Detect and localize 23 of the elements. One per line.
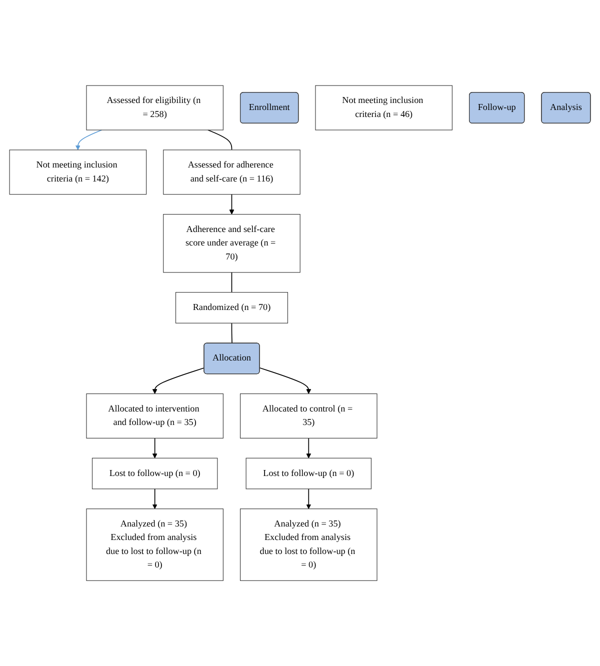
node-box: Randomized (n = 70) [175,292,288,324]
node-box: Analyzed (n = 35) Excluded from analysis due to lost to follow-up (n = 0) [86,508,224,581]
node-box: Not meeting inclusion criteria (n = 46) [315,85,452,130]
node-box: Allocated to intervention and follow-up (n = 35) [86,393,224,438]
node-box: Lost to follow-up (n = 0) [246,458,372,490]
arrow [75,129,102,150]
connector [231,272,232,293]
arrow [152,367,205,394]
node-box: Assessed for eligibility (n = 258) [86,85,224,130]
arrow [152,438,158,458]
connector [231,322,232,344]
arrow [229,194,234,214]
node-box: Adherence and self-care score under average (n = 70) [163,214,300,273]
arrow [306,438,312,458]
node-box: Analyzed (n = 35) Excluded from analysis due to lost to follow-up (n = 0) [240,508,378,581]
arrow [306,488,312,509]
arrow [259,367,312,394]
node-box: Allocated to control (n = 35) [240,393,378,438]
node-box: Lost to follow-up (n = 0) [92,458,218,490]
node-box: Assessed for adherence and self-care (n = 116) [163,150,300,195]
connector [207,129,232,150]
arrow [152,488,158,509]
node-box: Not meeting inclusion criteria (n = 142) [9,150,147,195]
